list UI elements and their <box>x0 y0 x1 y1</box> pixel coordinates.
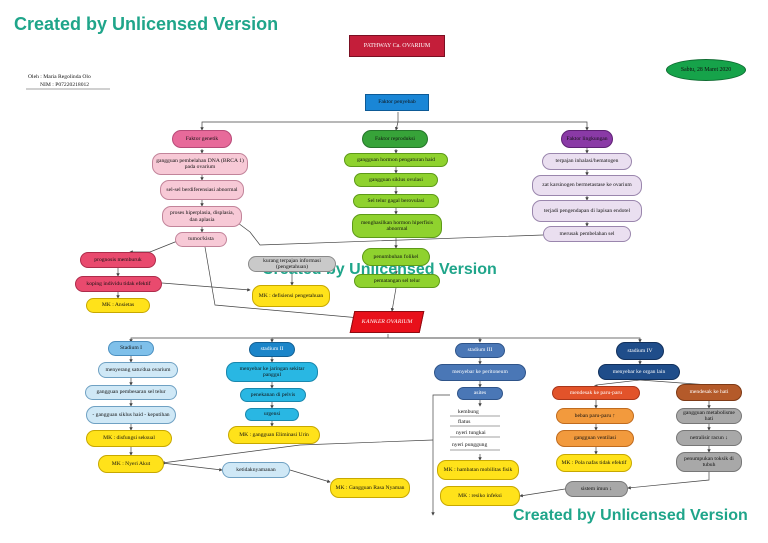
reproduksi-item: pematangan sel telur <box>354 274 440 288</box>
mk-defisiensi: MK : defisiensi pengetahuan <box>252 285 330 307</box>
genetik-item: tumor/kista <box>175 232 227 247</box>
stadium-1: Stadium I <box>108 341 154 356</box>
genetik-item: sel-sel berdiferensiasi abnormal <box>160 180 244 200</box>
left-item: prognosis memburuk <box>80 252 156 268</box>
lingkungan-item: terjadi pengendapan di lapisan endotel <box>532 200 642 222</box>
connector <box>270 337 388 343</box>
author-nim: NIM : P07220218012 <box>40 82 90 88</box>
connector <box>519 488 566 498</box>
stadium1-item: gangguan pembesaran sel telur <box>85 385 177 400</box>
connector <box>388 337 482 343</box>
connector <box>627 472 710 490</box>
hati-item: gangguan metabolisme hati <box>676 408 742 424</box>
stadium1-item: - gangguan siklus haid - keputihan <box>86 406 176 424</box>
reproduksi-item: menghasilkan hormon hiperfisis abnormal <box>352 214 442 238</box>
date-badge: Sabtu, 28 Maret 2020 <box>666 59 746 81</box>
reproduksi-item: gangguan siklus ovulasi <box>354 173 438 187</box>
lingkungan-item: merusak pembelahan sel <box>543 226 631 242</box>
stadium1-item: menyerang satu/dua ovarium <box>98 362 178 378</box>
mk-resiko-infeksi: MK : resiko infeksi <box>440 486 520 506</box>
paru-item: beban paru-paru ↑ <box>556 408 634 424</box>
stadium3-item: menyebar ke peritoneum <box>434 364 526 381</box>
stadium-4: stadium IV <box>616 342 664 360</box>
mk-ansietas: MK : Ansietas <box>86 298 150 313</box>
stadium3-list-item: nyeri punggung <box>452 442 488 448</box>
left-item: koping individu tidak efektif <box>75 276 162 292</box>
connector <box>200 112 399 131</box>
mk-pola-nafas: MK : Pola nafas tidak efektif <box>556 454 632 472</box>
connector <box>161 282 251 292</box>
stadium2-item: menyebar ke jaringan sekitar panggul <box>226 362 318 382</box>
stadium4-spread: menyebar ke organ lain <box>598 364 680 380</box>
paru-item: mendesak ke paru-paru <box>552 386 640 400</box>
mk-disfungsi-seksual: MK : disfungsi seksual <box>86 430 172 447</box>
stadium3-list-item: kembung <box>458 409 479 415</box>
reproduksi-item: gangguan hormon pengaturan haid <box>344 153 448 167</box>
stadium3-asites: asites <box>457 387 503 400</box>
stadium-2: stadium II <box>249 342 295 357</box>
ketidaknyamanan: ketidaknyamanan <box>222 462 290 478</box>
hati-item: mendesak ke hati <box>676 384 742 401</box>
connector <box>161 439 434 465</box>
connector <box>204 246 361 320</box>
connector <box>431 394 450 516</box>
mk-eliminasi-urin: MK : gangguan Eliminasi Urin <box>228 426 320 444</box>
connector <box>388 337 642 343</box>
factor-genetik: Faktor genetik <box>172 130 232 148</box>
reproduksi-item: penumbuhan folikel <box>362 248 430 266</box>
factor-reproduksi: Faktor reproduksi <box>362 130 428 148</box>
diagram-title: PATHWAY Ca. OVARIUM <box>349 35 445 57</box>
connector <box>394 121 399 131</box>
mk-rasa-nyaman: MK : Gangguan Rasa Nyaman <box>330 478 410 498</box>
connector <box>129 239 181 254</box>
mk-nyeri-akut: MK : Nyeri Akut <box>98 455 164 473</box>
stadium3-list-item: flatus <box>458 419 471 425</box>
reproduksi-item: Sel telur gagal berovulasi <box>353 194 439 208</box>
connector <box>161 462 223 472</box>
stadium-3: stadium III <box>455 343 505 358</box>
kanker-ovarium-node: KANKER OVARIUM <box>349 311 425 333</box>
mk-hambatan-mobilitas: MK : hambatan mobilitas fisik <box>437 460 519 480</box>
sistem-imun: sistem imun ↓ <box>565 481 628 497</box>
connector <box>390 287 397 312</box>
watermark-top: Created by Unlicensed Version <box>14 14 279 34</box>
connector <box>398 121 589 131</box>
author-name: Oleh : Maria Regolinda Olo <box>28 74 91 80</box>
connector <box>229 216 544 246</box>
stadium3-list-item: nyeri tungkai <box>456 430 486 436</box>
connector <box>289 469 331 483</box>
factor-lingkungan: Faktor lingkungan <box>561 130 613 148</box>
stadium2-item: penekanan di pelvis <box>240 388 306 402</box>
genetik-item: gangguan pembelahan DNA (BRCA 1) pada ov… <box>152 153 248 175</box>
stadium2-item: urgensi <box>245 408 299 421</box>
root-node: Faktor penyebab <box>365 94 429 111</box>
watermark-bottom: Created by Unlicensed Version <box>513 507 748 524</box>
info-node: kurang terpajan informasi (pengetahuan) <box>248 256 336 272</box>
hati-item: penumpukan toksik di tubuh <box>676 452 742 472</box>
paru-item: gangguan ventilasi <box>556 430 634 447</box>
lingkungan-item: terpajan inhalasi/hematogen <box>542 153 632 170</box>
lingkungan-item: zat karsinogen bermetastase ke ovarium <box>532 175 642 196</box>
connector <box>129 334 389 343</box>
genetik-item: proses hiperplasia, displasia, dan aplas… <box>162 206 242 227</box>
hati-item: netralisir racun ↓ <box>676 430 742 446</box>
